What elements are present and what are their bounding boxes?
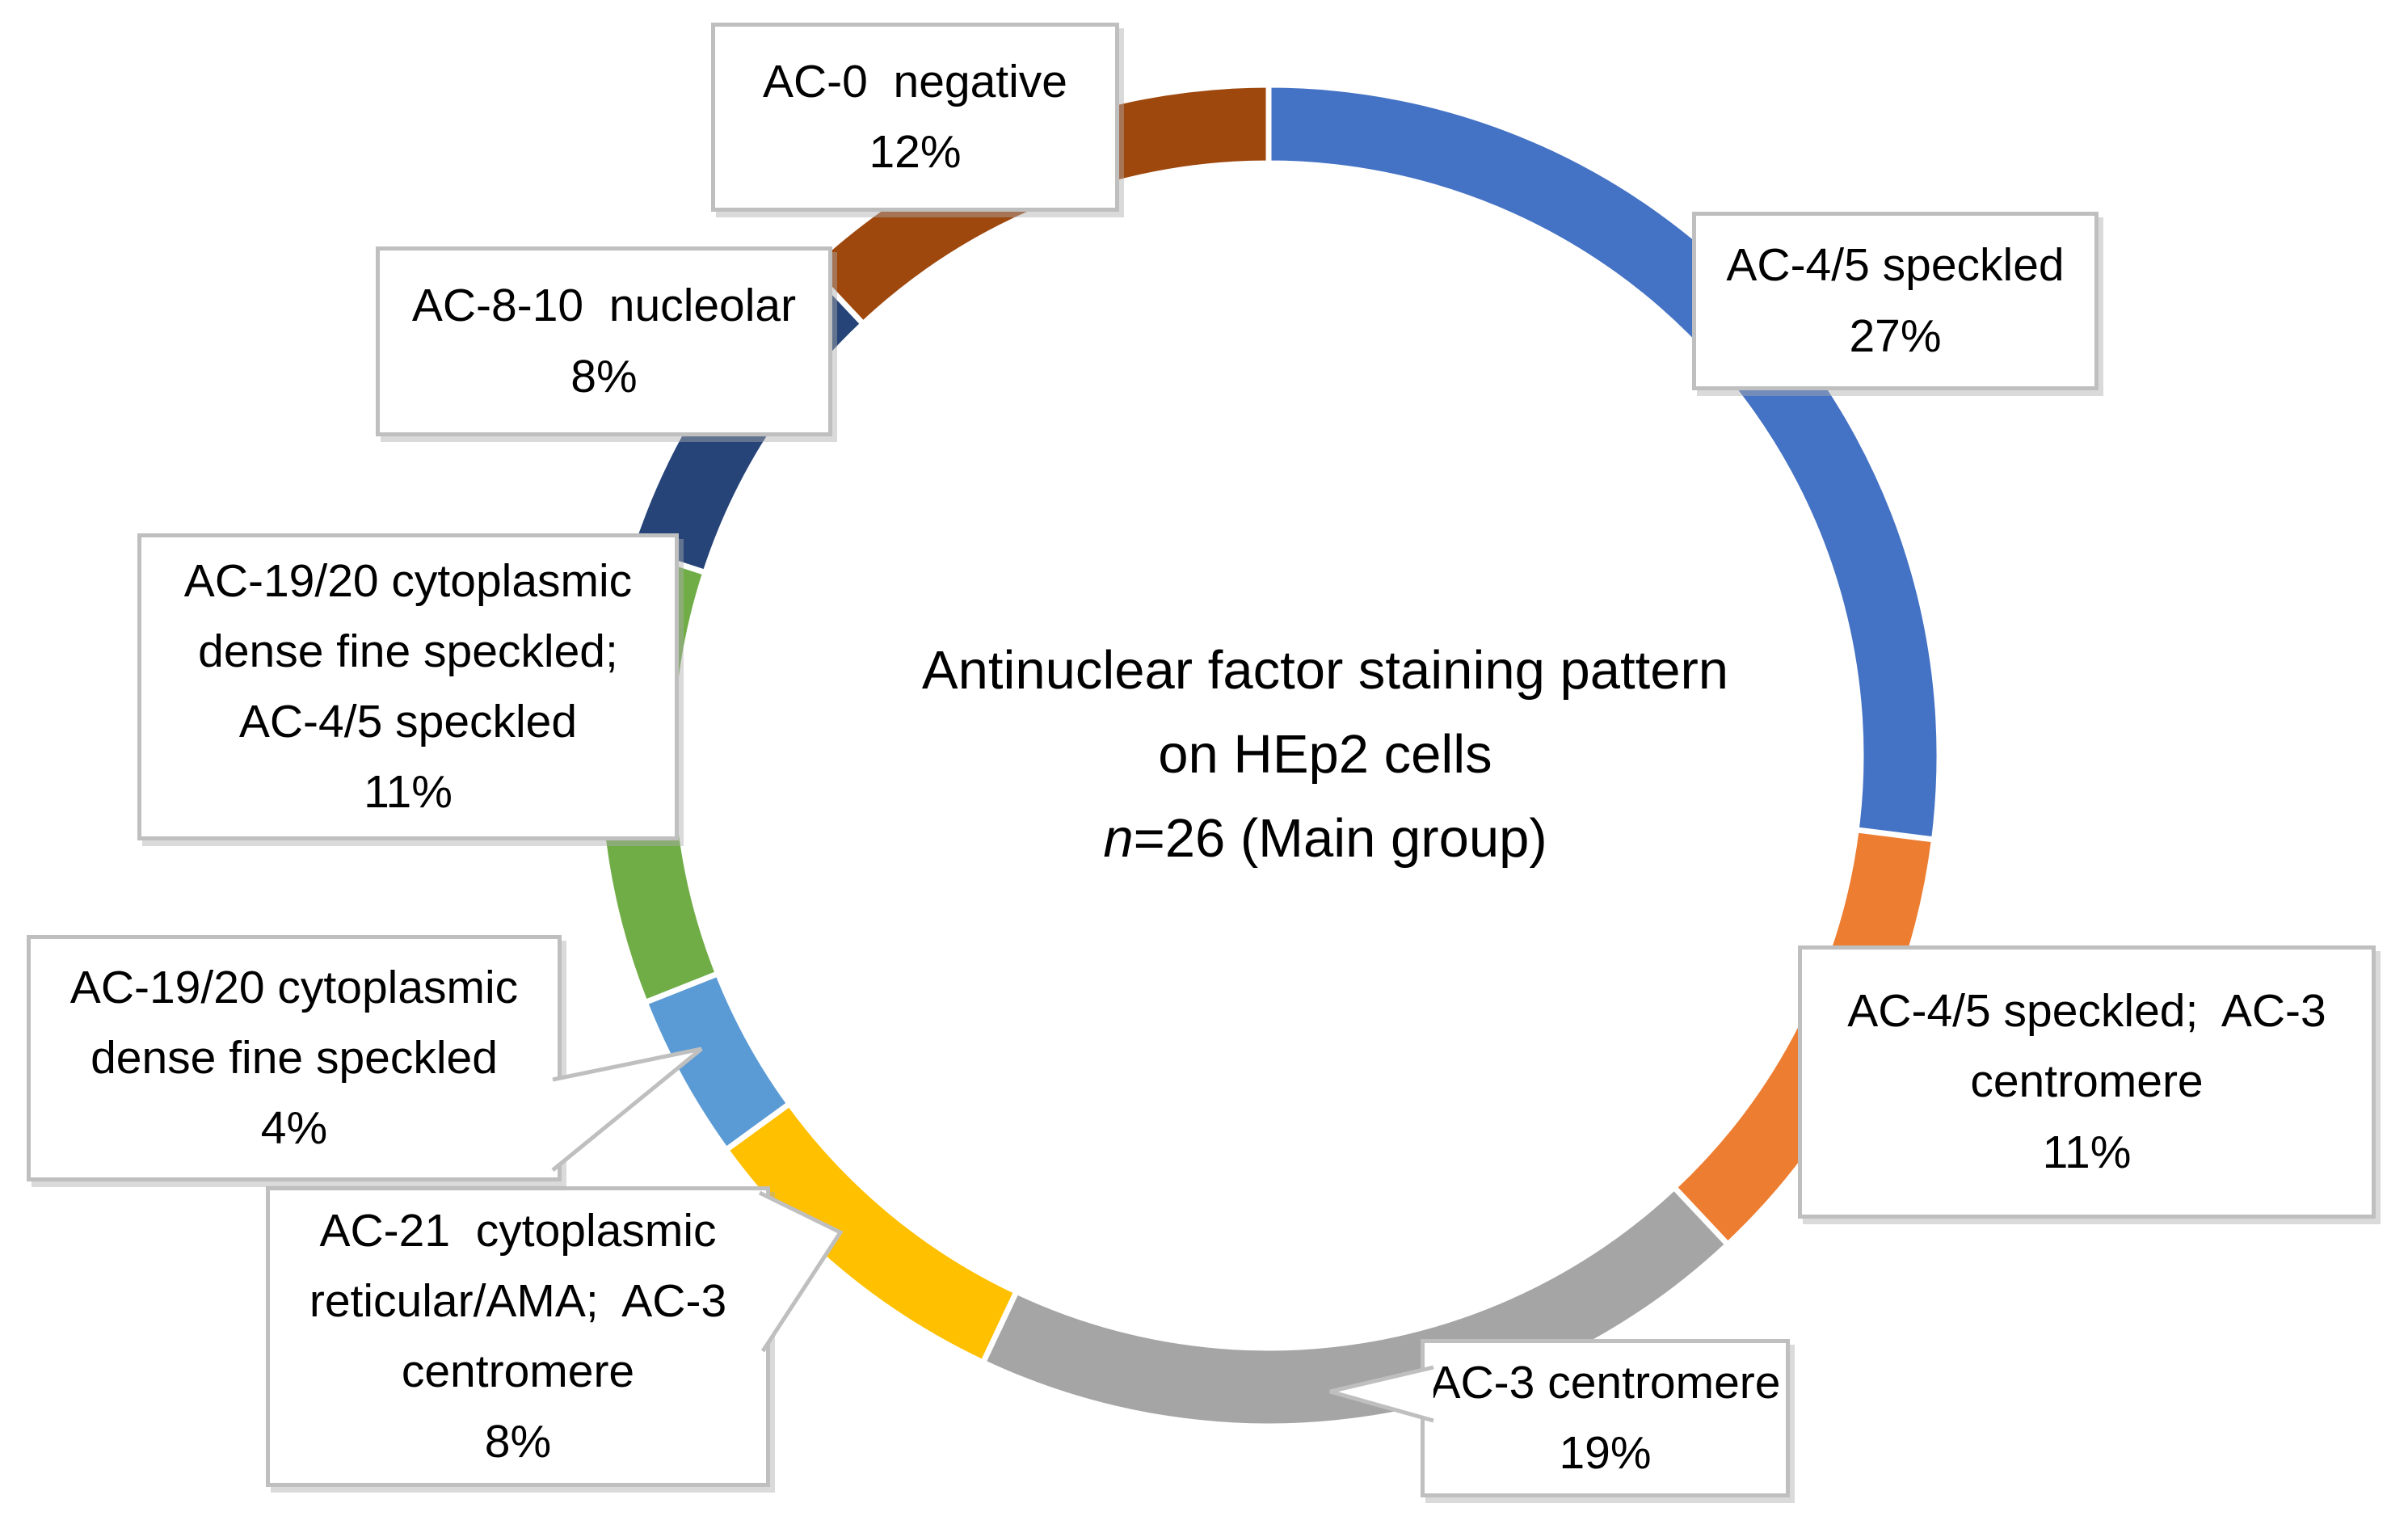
callout-ac-19-20-dfs-ac-4-5: AC-19/20 cytoplasmic dense fine speckled… bbox=[137, 533, 679, 840]
chart-title-line1: Antinuclear factor staining pattern bbox=[921, 640, 1729, 701]
chart-title-line2: on HEp2 cells bbox=[1158, 724, 1492, 785]
callout-ac-8-10-nucleolar: AC-8-10 nucleolar 8% bbox=[376, 246, 832, 436]
chart-title-n: n bbox=[1103, 808, 1134, 869]
callout-ac-4-5-ac-3: AC-4/5 speckled; AC-3 centromere 11% bbox=[1798, 945, 2376, 1219]
callout-ac-3-centromere: AC-3 centromere 19% bbox=[1421, 1339, 1790, 1497]
chart-title: Antinuclear factor staining pattern on H… bbox=[840, 629, 1810, 881]
chart-title-line3: n=26 (Main group) bbox=[840, 797, 1810, 881]
callout-ac-21-reticular: AC-21 cytoplasmic reticular/AMA; AC-3 ce… bbox=[266, 1186, 770, 1487]
chart-title-n-value: =26 (Main group) bbox=[1133, 808, 1547, 869]
callout-ac-4-5-speckled: AC-4/5 speckled 27% bbox=[1692, 212, 2099, 390]
callout-ac-0-negative: AC-0 negative 12% bbox=[711, 23, 1119, 212]
callout-ac-19-20-dfs: AC-19/20 cytoplasmic dense fine speckled… bbox=[27, 935, 562, 1181]
